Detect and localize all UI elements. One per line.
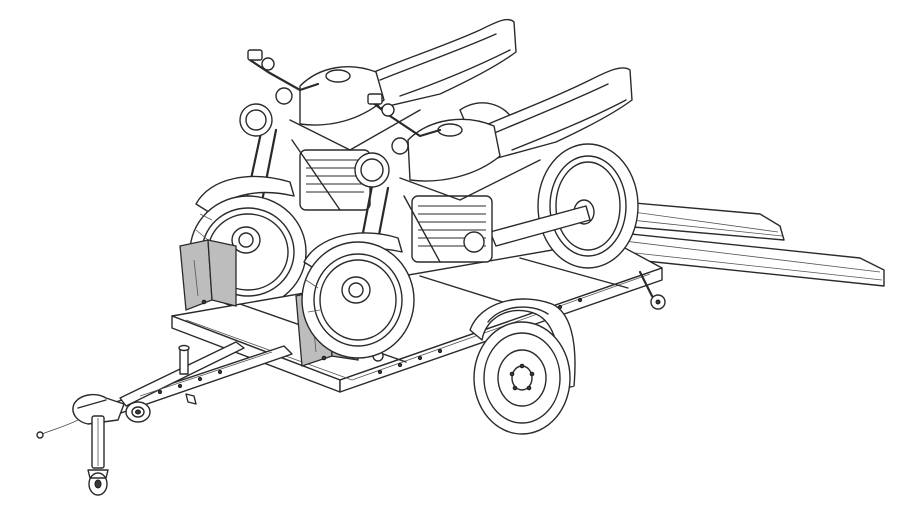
rear-bike-tank [299,66,385,126]
chock-rear [179,239,237,311]
drawbar-post [179,347,189,375]
trailer-fender [469,298,576,391]
front-bike-front-wheel [301,241,415,359]
jockey-wheel [87,469,109,496]
trailer-wheel-assembly [469,298,576,435]
front-bike-headlight [354,152,390,188]
motorcycle-front [301,67,639,359]
drawbar-assembly [36,341,293,496]
rear-bike-seat [359,18,517,109]
hitch-coupler [72,393,125,425]
front-bike-tank [407,118,501,182]
rear-bike-headlight [239,103,273,137]
winch [125,401,151,423]
front-bike-rear-wheel [537,143,639,269]
loading-ramps [599,199,885,287]
